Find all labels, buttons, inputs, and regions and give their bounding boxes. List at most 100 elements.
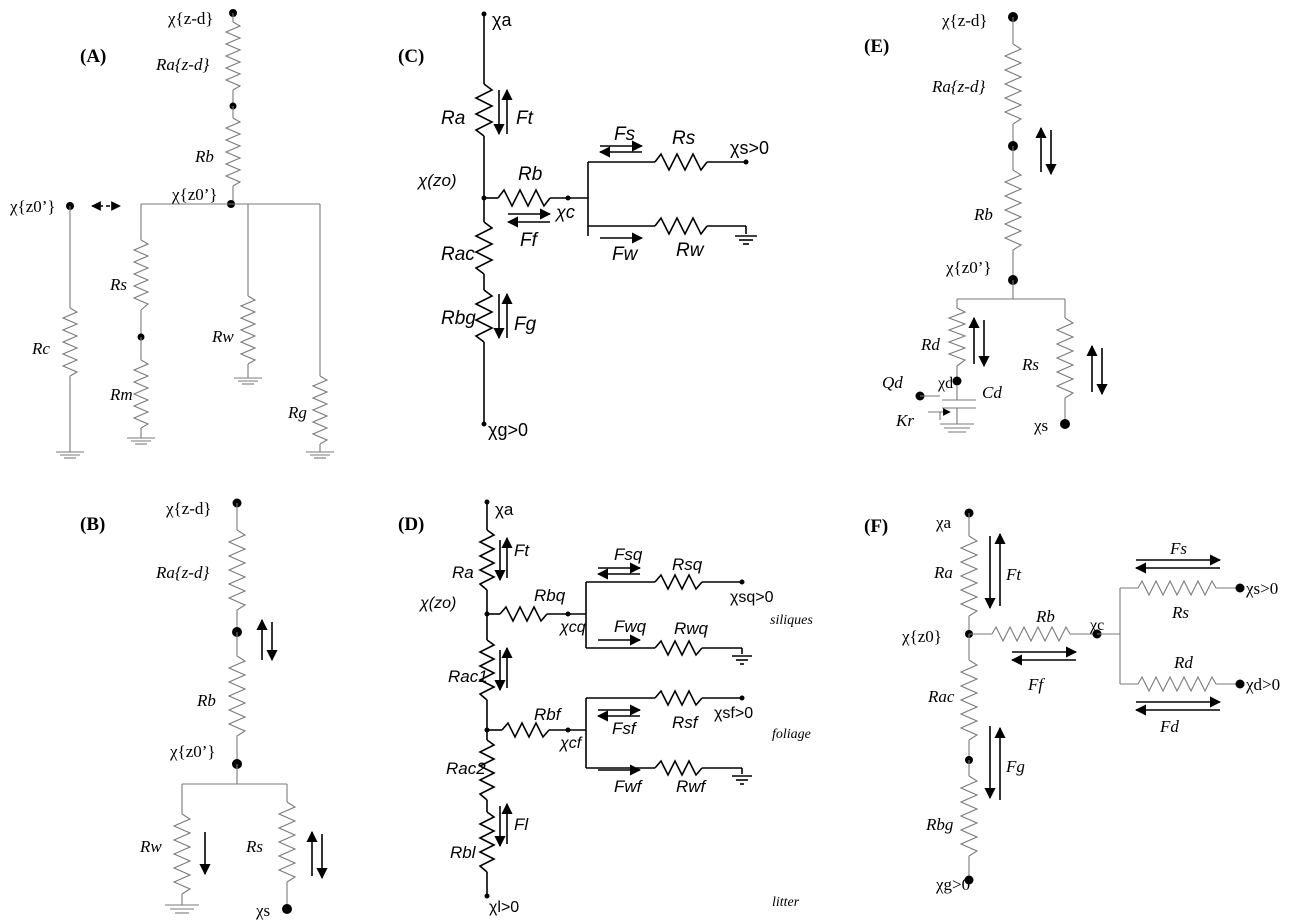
resistor-rsq [654, 573, 703, 591]
resistor-rd [947, 307, 967, 367]
label-rb: Rb [194, 147, 214, 166]
resistor-rs [654, 152, 708, 172]
panel-d: (D) χa Ra Ft χ(zo) Rbq χcq Rsq χsq>0 Fsq… [398, 499, 813, 916]
label-ft: Ft [1005, 565, 1022, 584]
label-rbg: Rbg [441, 308, 476, 329]
label-ft: Ft [516, 108, 534, 129]
label-ra: Ra [441, 108, 465, 129]
label-litter: litter [772, 895, 800, 910]
node-chi-s [1060, 419, 1070, 429]
label-rsq: Rsq [672, 555, 703, 574]
label-fl: Fl [514, 815, 529, 834]
node-chi-d [952, 376, 962, 386]
label-fw: Fw [612, 244, 639, 265]
node-chi-s [743, 159, 749, 165]
label-chi-a: χa [492, 10, 512, 30]
node-chi-s [1235, 583, 1245, 593]
resistor-rsf [654, 689, 703, 707]
resistor-ra [959, 535, 979, 617]
label-rwf: Rwf [676, 777, 708, 796]
label-rs: Rs [1021, 355, 1039, 374]
label-ff: Ff [1027, 675, 1045, 694]
label-siliques: siliques [770, 613, 813, 628]
label-rac: Rac [441, 244, 475, 265]
resistor-ra [474, 83, 494, 137]
label-rac2: Rac2 [446, 759, 486, 778]
label-rw: Rw [139, 837, 162, 856]
panel-d-tag: (D) [398, 514, 424, 535]
resistor-rs [1055, 317, 1075, 399]
label-fsf: Fsf [612, 719, 638, 738]
label-rs: Rs [245, 837, 263, 856]
label-fg: Fg [514, 314, 537, 335]
node-chi-sf [739, 695, 745, 701]
label-rbq: Rbq [534, 586, 566, 605]
node-chi-g [964, 875, 974, 885]
label-rb: Rb [518, 164, 542, 185]
resistor-rs [277, 801, 297, 883]
label-rwq: Rwq [674, 619, 709, 638]
resistor-rd [1137, 675, 1217, 693]
label-ra: Ra [933, 563, 953, 582]
panel-c-tag: (C) [398, 46, 424, 67]
label-rg: Rg [287, 403, 307, 422]
label-rd: Rd [1173, 653, 1193, 672]
label-ra: Ra [452, 563, 474, 582]
label-chi-a: χa [935, 513, 952, 532]
panel-a-tag: (A) [80, 46, 106, 67]
panel-f-tag: (F) [864, 516, 888, 537]
node-chi-s [282, 904, 292, 914]
label-chi-zd: χ{z-d} [941, 11, 988, 30]
resistor-rbg [959, 775, 979, 857]
label-chi-c: χc [1089, 617, 1104, 634]
label-rw: Rw [676, 240, 705, 261]
label-chi-sq: χsq>0 [730, 589, 774, 606]
label-rbg: Rbg [925, 815, 953, 834]
label-ff: Ff [520, 230, 539, 251]
node-chi-l [484, 893, 490, 899]
node-chi-g [481, 421, 487, 427]
resistor-rwf [654, 759, 703, 777]
label-chi-cf: χcf [558, 735, 583, 752]
label-chi-cq: χcq [558, 619, 586, 636]
label-rs: Rs [109, 275, 127, 294]
resistor-rb [991, 625, 1071, 643]
label-rc: Rc [31, 339, 50, 358]
resistor-ra [1003, 43, 1023, 125]
resistor-rac1 [478, 639, 496, 701]
label-ra: Ra{z-d} [931, 77, 985, 96]
label-rsf: Rsf [672, 713, 700, 732]
label-chi-zd: χ{z-d} [165, 499, 212, 518]
resistor-rbq [499, 605, 548, 623]
label-rw: Rw [211, 327, 234, 346]
resistor-rwq [654, 639, 703, 657]
kr-wire [928, 411, 941, 420]
panel-b-tag: (B) [80, 514, 105, 535]
label-chi-g: χg>0 [488, 420, 528, 440]
label-chi-z0: χ(zo) [418, 595, 456, 612]
resistor-ra [224, 21, 242, 91]
panel-b: (B) χ{z-d} Ra{z-d} Rb χ{z0’} Rw Rs χs [80, 498, 328, 920]
label-rac: Rac [927, 687, 955, 706]
label-chi-z0-side: χ{z0’} [9, 197, 56, 216]
label-fs: Fs [614, 124, 636, 145]
resistor-rm [132, 359, 150, 429]
label-rm: Rm [109, 385, 133, 404]
label-rac1: Rac1 [448, 667, 488, 686]
resistor-ra [478, 529, 496, 591]
panel-f: (F) χa Ra Ft χ{z0} Rb χc Ff χs>0 Rs Fs χ… [864, 508, 1280, 894]
label-chi-g: χg>0 [935, 875, 970, 894]
label-chi-l: χl>0 [489, 899, 519, 916]
resistor-rac2 [478, 739, 496, 801]
label-chi-a: χa [495, 500, 514, 519]
resistor-rw [172, 813, 192, 895]
panel-c: (C) χa Ra Ft χ(zo) Rb χc Ff Rs χs>0 Fs R… [398, 10, 769, 440]
label-chi-d: χd>0 [1245, 675, 1280, 694]
node-chi-sq [739, 579, 745, 585]
resistor-rw [239, 295, 257, 365]
label-rb: Rb [196, 691, 216, 710]
resistor-rg [311, 375, 329, 445]
resistor-rbf [501, 721, 550, 739]
node-chi-d [1235, 679, 1245, 689]
